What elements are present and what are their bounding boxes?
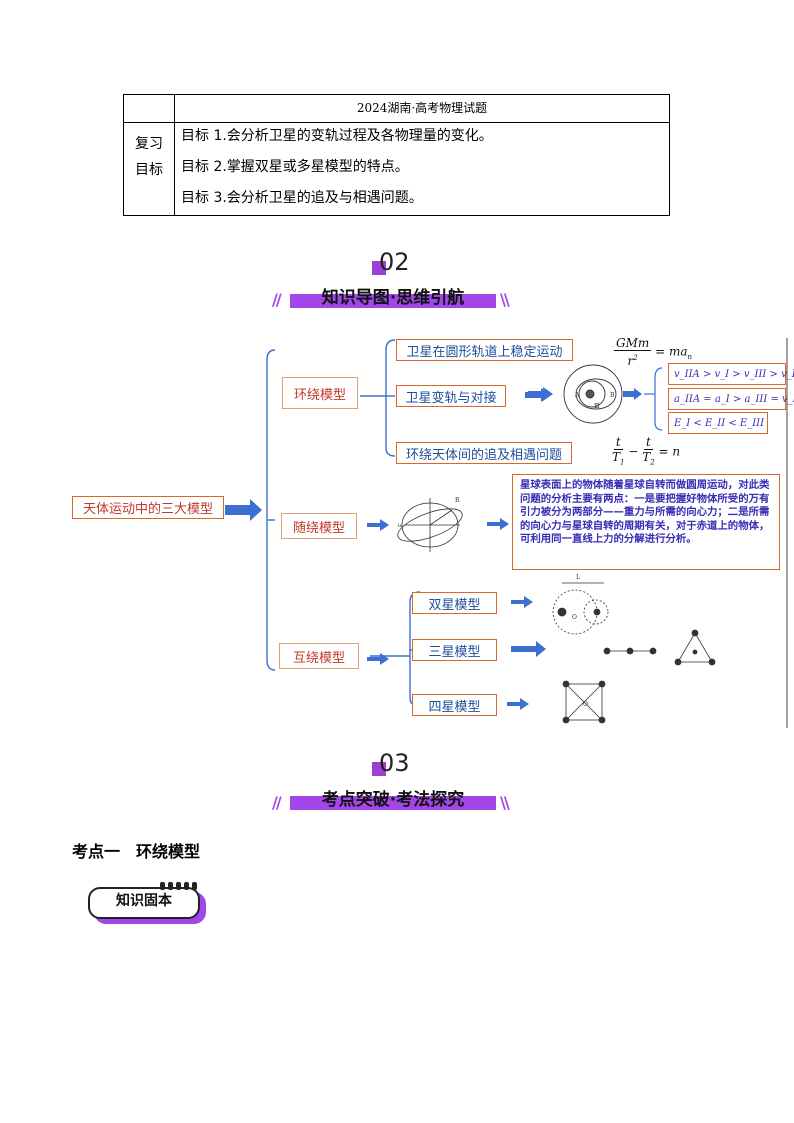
table-label: 目标 xyxy=(135,162,163,178)
co-rotation-note: 星球表面上的物体随着星球自转而做圆周运动，对此类问题的分析主要有两点：一是要把握… xyxy=(512,474,780,570)
section-title: 考点突破·考法探究 xyxy=(321,790,465,810)
relation-acceleration: a_IIA = a_I > a_III = v_IIB xyxy=(668,388,794,410)
triple-star-diagram xyxy=(603,629,716,666)
svg-text:ω: ω xyxy=(398,522,403,529)
quad-star-diagram xyxy=(562,680,606,724)
table-label: 复习 xyxy=(135,136,163,152)
section-number: 03 xyxy=(379,749,410,777)
mindmap-branch-co-rotate: 随绕模型 xyxy=(281,513,357,539)
orbit-transfer-diagram xyxy=(563,364,623,424)
mindmap-item: 环绕天体间的追及相遇问题 xyxy=(396,442,572,464)
relation-energy: E_I < E_II < E_III xyxy=(668,412,768,434)
exam-point-title: 考点一 环绕模型 xyxy=(72,842,201,861)
mindmap-item: 卫星在圆形轨道上稳定运动 xyxy=(396,339,573,361)
goal-item: 目标 2.掌握双星或多星模型的特点。 xyxy=(181,159,409,175)
mindmap-branch-orbit: 环绕模型 xyxy=(282,377,358,409)
double-star-diagram xyxy=(552,582,609,635)
section-marker-square xyxy=(372,261,386,275)
mindmap-branch-mutual-orbit: 互绕模型 xyxy=(279,643,359,669)
section-title-highlight xyxy=(290,294,496,308)
relation-velocity: v_IIA > v_I > v_III > v_IIB xyxy=(668,363,794,385)
knowledge-badge-label: 知识固本 xyxy=(116,893,172,909)
badge-binder-dots xyxy=(160,882,197,890)
goal-item: 目标 3.会分析卫星的追及与相遇问题。 xyxy=(181,190,423,206)
mindmap-root: 天体运动中的三大模型 xyxy=(72,496,224,519)
goal-item: 目标 1.会分析卫星的变轨过程及各物理量的变化。 xyxy=(181,128,493,144)
slash-decoration: // xyxy=(272,290,282,309)
mindmap-item: 双星模型 xyxy=(412,592,497,614)
mindmap-item: 四星模型 xyxy=(412,694,497,716)
svg-text:O: O xyxy=(572,614,577,621)
mindmap-item: 三星模型 xyxy=(412,639,497,661)
section-title-highlight xyxy=(290,796,496,810)
table-divider xyxy=(174,95,175,215)
slash-decoration: \\ xyxy=(500,290,510,309)
mindmap-connectors: A B Ⅲ ω R L O O xyxy=(225,338,788,728)
svg-text:R: R xyxy=(455,497,460,504)
svg-text:B: B xyxy=(610,392,615,399)
section-number: 02 xyxy=(379,248,410,276)
planet-rotation-diagram xyxy=(397,498,463,552)
table-header: 2024湖南·高考物理试题 xyxy=(356,101,488,115)
svg-text:A: A xyxy=(574,392,580,399)
svg-text:L: L xyxy=(576,574,580,581)
review-goals-table: 2024湖南·高考物理试题 复习 目标 目标 1.会分析卫星的变轨过程及各物理量… xyxy=(123,94,670,216)
section-title: 知识导图·思维引航 xyxy=(321,288,465,308)
slash-decoration: // xyxy=(272,793,282,812)
svg-text:O: O xyxy=(583,701,588,708)
svg-text:Ⅲ: Ⅲ xyxy=(594,403,600,410)
slash-decoration: \\ xyxy=(500,793,510,812)
table-divider xyxy=(124,122,669,123)
section-marker-square xyxy=(372,762,386,776)
mindmap-item: 卫星变轨与对接 xyxy=(396,385,506,407)
knowledge-badge xyxy=(88,887,200,919)
